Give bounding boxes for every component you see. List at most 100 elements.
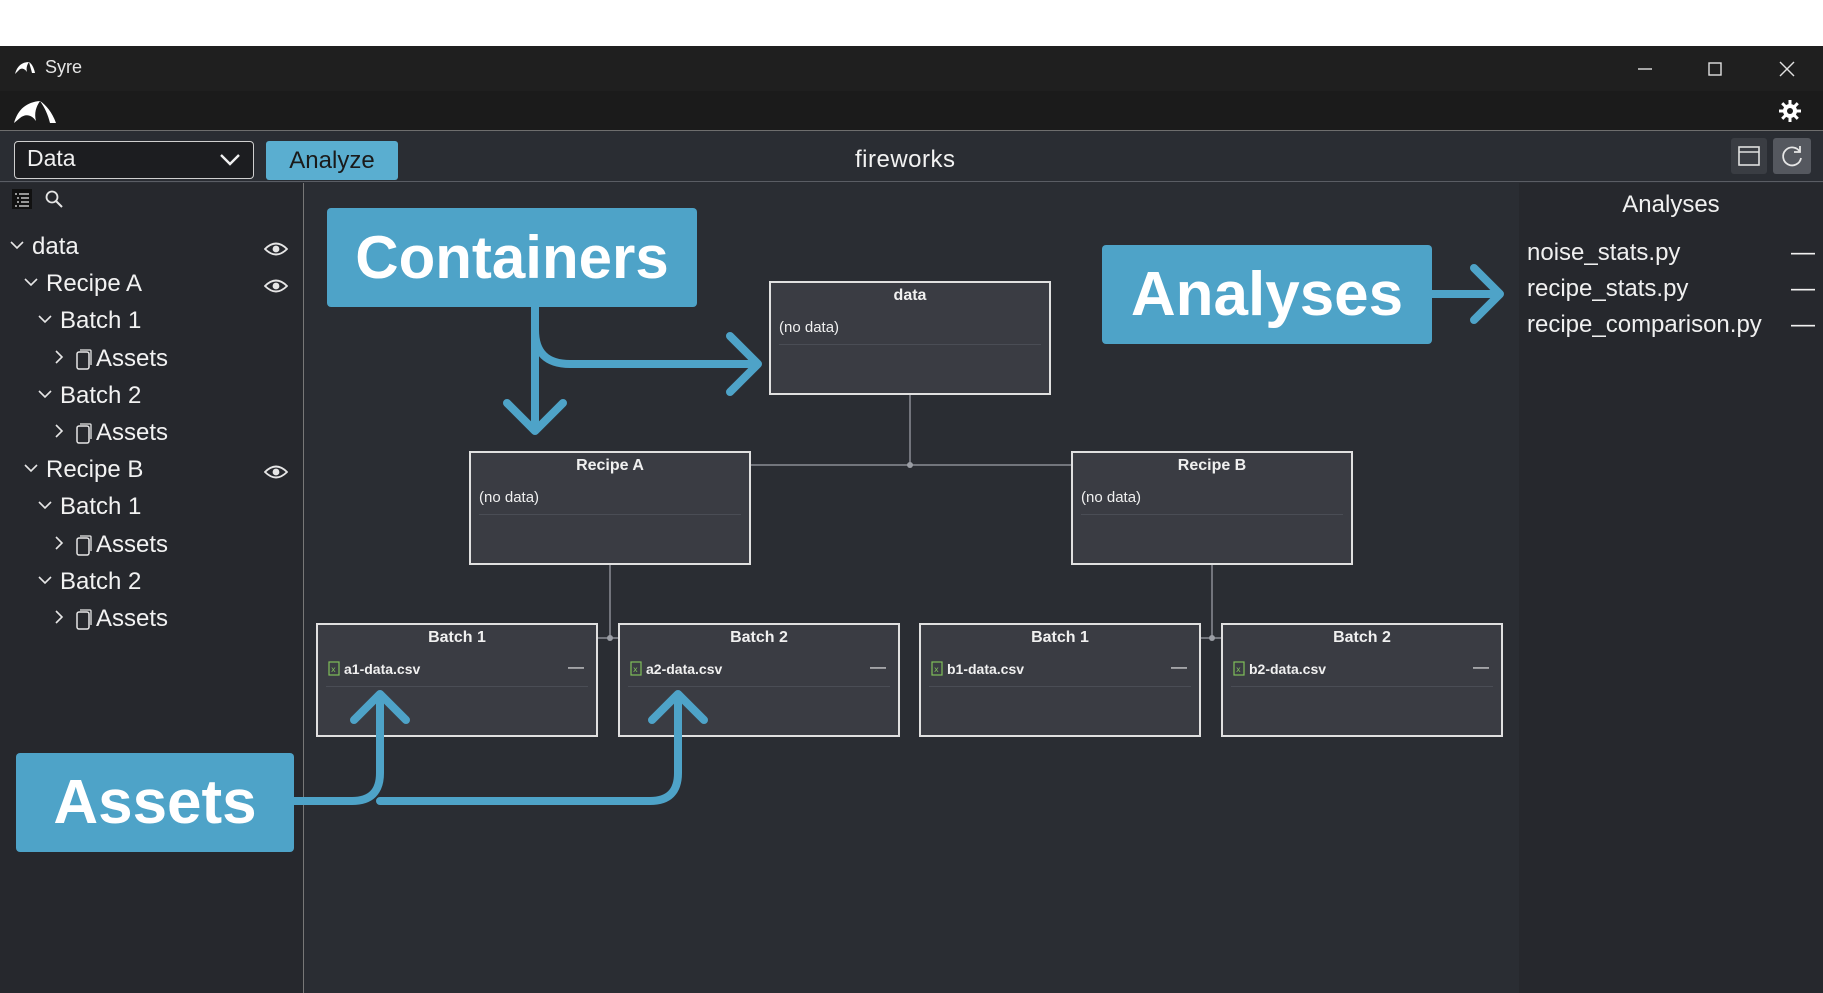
analyses-title: Analyses	[1622, 191, 1720, 218]
tree-item-label: Batch 2	[60, 567, 142, 595]
tree-item-label: Assets	[96, 419, 169, 446]
analyses-panel: Analyses noise_stats.py — recipe_stats.py —…	[1519, 183, 1823, 993]
tree-view-icon[interactable]	[12, 189, 32, 209]
edge-junction	[1209, 635, 1215, 641]
analyze-button[interactable]: Analyze	[266, 141, 398, 180]
tree-item-label: Batch 2	[60, 381, 142, 409]
tree-item-label: Assets	[96, 605, 169, 632]
chevron-right-icon[interactable]	[50, 534, 68, 552]
analysis-item[interactable]: recipe_stats.py —	[1527, 275, 1817, 307]
assets-callout: Assets	[16, 753, 294, 852]
asset-file-name: b1-data.csv	[947, 661, 1025, 677]
gear-icon[interactable]	[1778, 99, 1802, 123]
asset-row[interactable]: x b1-data.csv —	[929, 659, 1191, 687]
visibility-eye-icon[interactable]	[264, 278, 288, 294]
chevron-right-icon[interactable]	[50, 422, 68, 440]
chevron-down-icon[interactable]	[22, 273, 40, 291]
tree-item-label: Recipe B	[46, 456, 144, 484]
analyses-callout: Analyses	[1102, 245, 1432, 344]
csv-file-icon: x	[328, 661, 340, 676]
chevron-down-icon	[220, 154, 240, 166]
asset-action-dash[interactable]: —	[1171, 659, 1187, 676]
tree-item-label: Batch 1	[60, 307, 142, 335]
edge-junction	[907, 462, 913, 468]
analysis-name: recipe_stats.py	[1527, 275, 1689, 302]
chevron-down-icon[interactable]	[36, 496, 54, 514]
chevron-right-icon[interactable]	[50, 608, 68, 626]
asset-action-dash[interactable]: —	[1473, 659, 1489, 676]
metadata-row: (no data)	[1081, 487, 1343, 515]
csv-file-icon: x	[931, 661, 943, 676]
tree-item-label: data	[32, 233, 79, 260]
svg-text:x: x	[633, 665, 638, 674]
refresh-button[interactable]	[1773, 138, 1811, 174]
no-data-text: (no data)	[779, 319, 840, 336]
chevron-down-icon[interactable]	[8, 236, 26, 254]
container-node-title: Batch 1	[1031, 629, 1089, 646]
analysis-name: noise_stats.py	[1527, 239, 1681, 266]
csv-file-icon: x	[1233, 661, 1245, 676]
analysis-action-dash[interactable]: —	[1791, 275, 1815, 302]
minimize-icon[interactable]	[1630, 54, 1660, 84]
panel-layout-button[interactable]	[1731, 138, 1767, 174]
asset-action-dash[interactable]: —	[568, 659, 584, 676]
container-node-title: Batch 2	[730, 629, 788, 646]
files-icon	[76, 609, 92, 630]
files-icon	[76, 423, 92, 444]
tree-item-label: Assets	[96, 344, 169, 372]
container-node[interactable]: Batch 1 x b1-data.csv —	[919, 623, 1201, 737]
analysis-action-dash[interactable]: —	[1791, 311, 1815, 338]
panel-layout-icon	[1738, 146, 1760, 166]
analysis-item[interactable]: recipe_comparison.py —	[1527, 311, 1817, 343]
visibility-eye-icon[interactable]	[264, 464, 288, 480]
csv-file-icon: x	[630, 661, 642, 676]
tree-item-label: Batch 1	[60, 493, 142, 521]
window-title: Syre	[45, 57, 83, 77]
close-icon[interactable]	[1772, 54, 1802, 84]
analysis-action-dash[interactable]: —	[1791, 239, 1815, 266]
chevron-down-icon[interactable]	[36, 310, 54, 328]
metadata-row: (no data)	[779, 317, 1041, 345]
analysis-name: recipe_comparison.py	[1527, 311, 1762, 338]
refresh-icon	[1782, 146, 1802, 167]
container-node[interactable]: Batch 1 x a1-data.csv —	[316, 623, 598, 737]
container-node-title: Batch 2	[1333, 629, 1391, 646]
syre-logo-icon	[15, 62, 35, 74]
maximize-icon[interactable]	[1700, 54, 1730, 84]
title-bar: Syre	[0, 46, 1823, 91]
mode-select-value: Data	[27, 145, 76, 171]
edge-junction	[607, 635, 613, 641]
chevron-down-icon[interactable]	[36, 571, 54, 589]
container-node-title: Batch 1	[428, 629, 486, 646]
container-node[interactable]: data (no data)	[769, 281, 1051, 395]
asset-file-name: a1-data.csv	[344, 661, 421, 677]
asset-row[interactable]: x a1-data.csv —	[326, 659, 588, 687]
syre-logo	[14, 101, 56, 123]
containers-callout: Containers	[327, 208, 697, 307]
metadata-row: (no data)	[479, 487, 741, 515]
no-data-text: (no data)	[1081, 489, 1142, 506]
project-title: fireworks	[855, 146, 956, 173]
chevron-down-icon[interactable]	[22, 459, 40, 477]
container-node[interactable]: Recipe B(no data)	[1071, 451, 1353, 565]
container-node-title: Recipe A	[576, 457, 644, 474]
asset-action-dash[interactable]: —	[870, 659, 886, 676]
no-data-text: (no data)	[479, 489, 540, 506]
analysis-item[interactable]: noise_stats.py —	[1527, 239, 1817, 271]
tree-item-label: Recipe A	[46, 270, 143, 298]
visibility-eye-icon[interactable]	[264, 241, 288, 257]
mode-select[interactable]: Data	[14, 141, 254, 179]
search-icon[interactable]	[44, 189, 64, 209]
app-bar	[0, 91, 1823, 131]
svg-text:x: x	[1236, 665, 1241, 674]
container-node[interactable]: Recipe A (no data)	[469, 451, 751, 565]
chevron-down-icon[interactable]	[36, 385, 54, 403]
container-node-title: data	[893, 287, 927, 304]
tree-item-label: Assets	[96, 530, 169, 558]
chevron-right-icon[interactable]	[50, 348, 68, 366]
